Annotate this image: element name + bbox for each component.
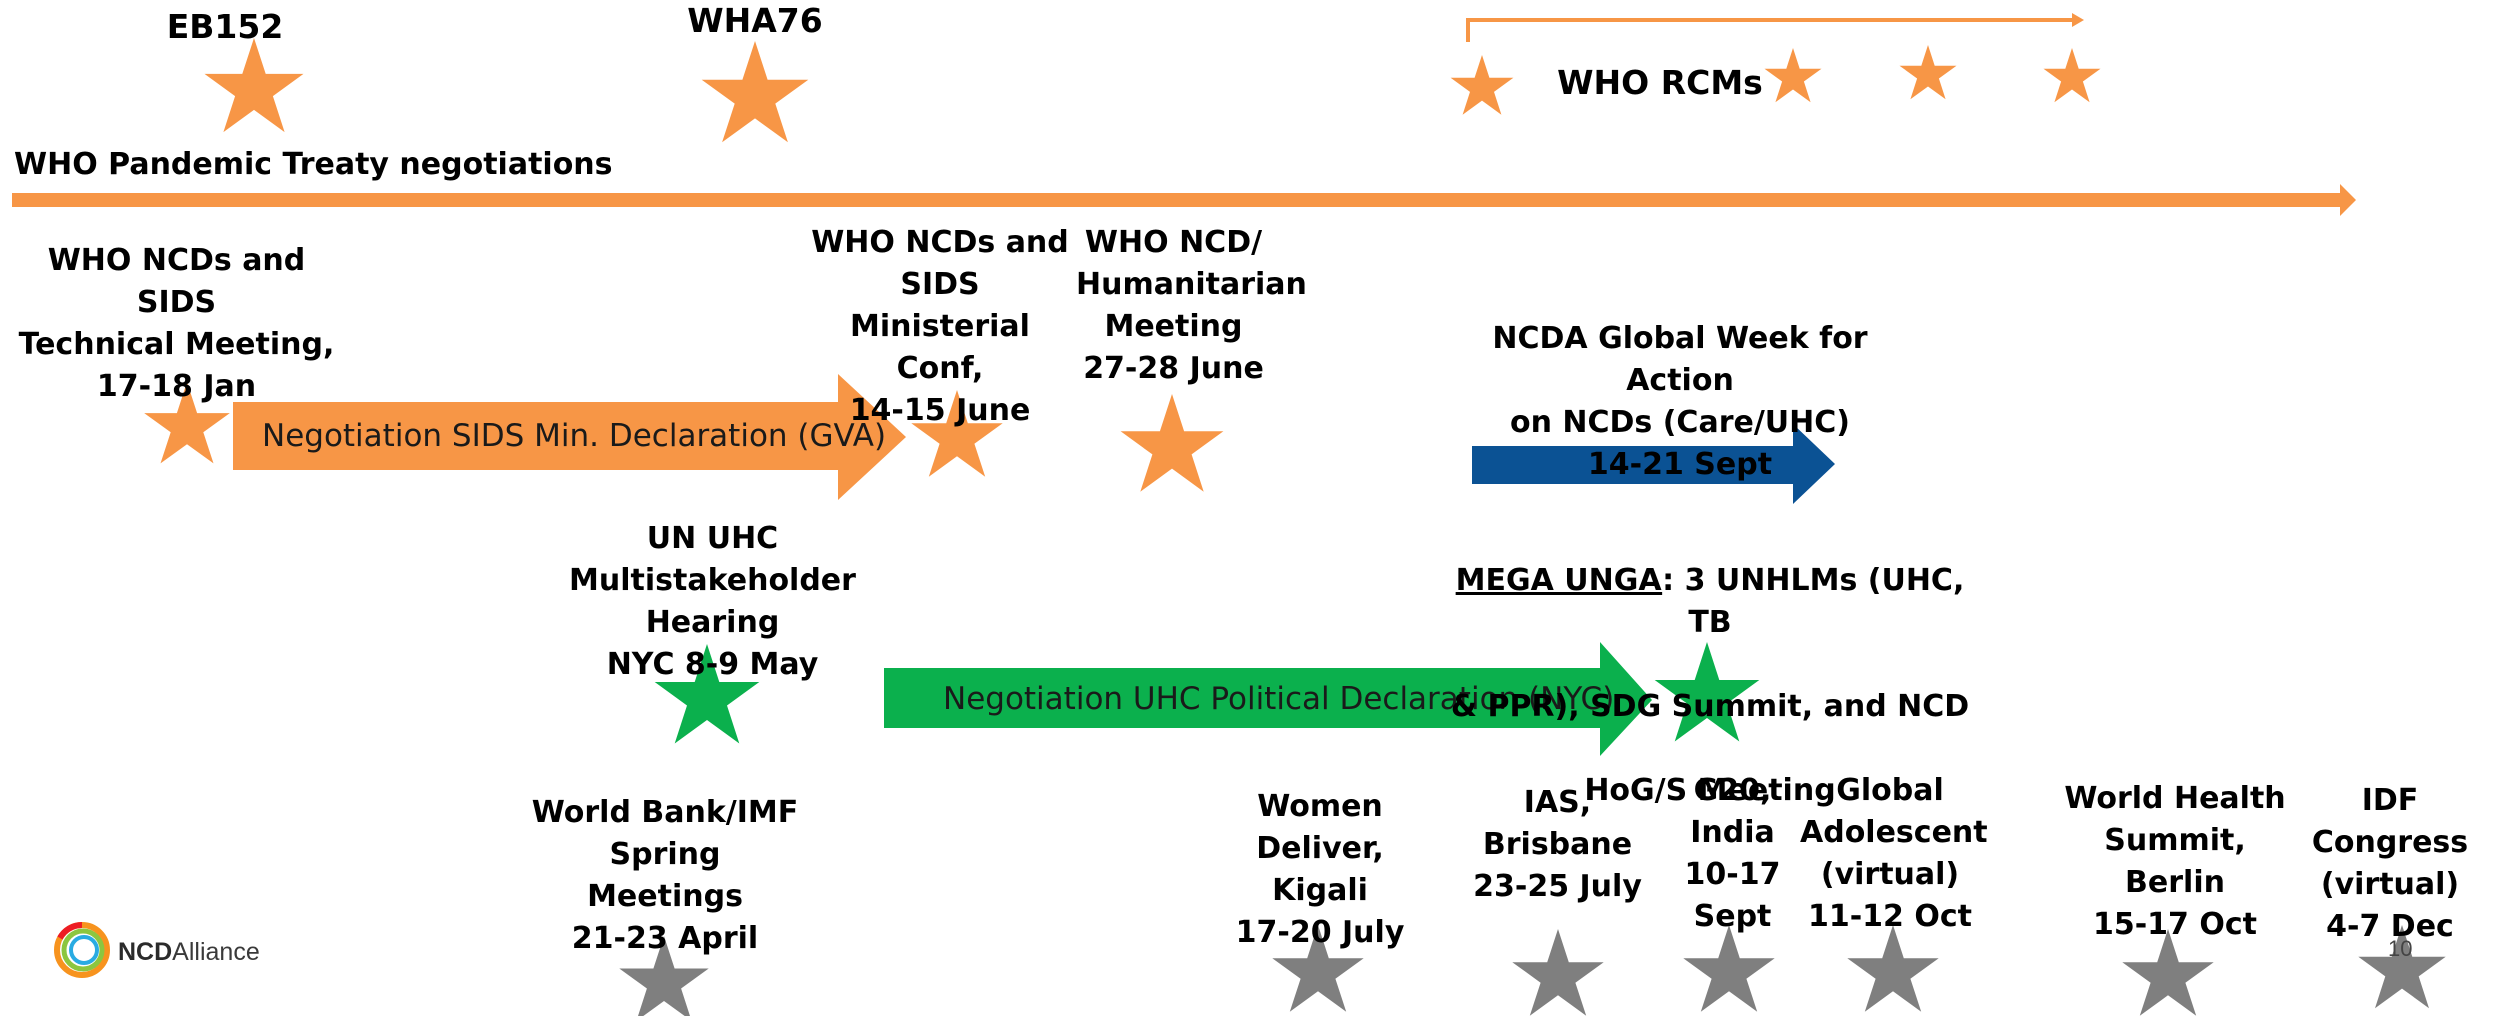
world-health-summit-label: World Health Summit, Berlin 15-17 Oct	[2064, 781, 2286, 942]
ncd-humanitarian-star	[1120, 394, 1224, 492]
sids-negotiation-text: Negotiation SIDS Min. Declaration (GVA)	[262, 418, 887, 454]
ncd-alliance-logo: NCDAlliance	[52, 918, 302, 984]
ncds-sids-ministerial-label: WHO NCDs and SIDS Ministerial Conf, 14-1…	[811, 225, 1069, 428]
who-rcms-label: WHO RCMs	[1557, 63, 1763, 102]
g20-star	[1683, 925, 1775, 1012]
global-adolescent-star	[1847, 925, 1939, 1012]
uhc-negotiation-text: Negotiation UHC Political Declaration (N…	[943, 681, 1615, 717]
world-bank-star	[619, 936, 709, 1016]
ncda-week-arrow	[1472, 424, 1835, 504]
rcm-star-2	[1764, 48, 1822, 103]
pandemic-treaty-label: WHO Pandemic Treaty negotiations	[14, 147, 613, 182]
un-uhc-hearing-star	[654, 644, 760, 744]
mega-unga-star	[1654, 642, 1760, 742]
sids-negotiation-arrow	[233, 374, 906, 500]
main-timeline-arrow	[12, 184, 2356, 216]
un-uhc-hearing-label: UN UHC Multistakeholder Hearing NYC 8-9 …	[569, 521, 856, 682]
global-adolescent-label: Global Adolescent (virtual) 11-12 Oct	[1800, 773, 1988, 934]
eb152-star	[204, 38, 304, 133]
mega-unga-title: MEGA UNGA	[1455, 563, 1663, 598]
ncda-global-week-label: NCDA Global Week for Action on NCDs (Car…	[1492, 321, 1868, 482]
mega-unga-label: MEGA UNGA: 3 UNHLMs (UHC, TB & PPR), SDG…	[1430, 518, 1990, 854]
wha76-star	[701, 41, 809, 143]
rcm-star-1	[1450, 55, 1514, 115]
page-number: 10	[2388, 936, 2413, 961]
rcm-star-4	[2043, 48, 2101, 103]
women-deliver-star	[1272, 925, 1364, 1012]
world-bank-label: World Bank/IMF Spring Meetings 21-23 Apr…	[531, 795, 799, 956]
ncds-sids-technical-label: WHO NCDs and SIDS Technical Meeting, 17-…	[18, 243, 335, 404]
world-health-summit-star	[2122, 929, 2214, 1016]
eb152-label: EB152	[166, 7, 284, 46]
mega-unga-line1-rest: : 3 UNHLMs (UHC, TB	[1662, 563, 1965, 640]
ncd-alliance-wordmark: NCDAlliance	[118, 938, 260, 967]
mega-unga-line3: HoG/S Meeting	[1584, 773, 1836, 808]
ias-star	[1512, 929, 1604, 1016]
rcms-bracket-arrow	[1466, 13, 2084, 42]
event-stars	[144, 38, 2446, 1016]
idf-congress-star	[2358, 925, 2446, 1009]
women-deliver-label: Women Deliver, Kigali 17-20 July	[1235, 789, 1405, 950]
uhc-negotiation-arrow	[884, 642, 1652, 756]
ncd-alliance-wordmark-rest: Alliance	[172, 938, 260, 966]
mega-unga-line1: MEGA UNGA: 3 UNHLMs (UHC, TB	[1430, 560, 1990, 644]
ncd-alliance-ring-icon	[54, 921, 110, 978]
ias-label: IAS, Brisbane 23-25 July	[1473, 785, 1642, 904]
wha76-label: WHA76	[687, 1, 823, 40]
ncds-sids-ministerial-star	[911, 390, 1003, 477]
ncd-alliance-wordmark-bold: NCD	[118, 938, 173, 966]
mega-unga-line2: & PPR), SDG Summit, and NCD	[1450, 689, 1970, 724]
rcm-star-3	[1899, 45, 1957, 100]
ncds-sids-tech-star	[144, 382, 230, 464]
ncd-humanitarian-label: WHO NCD/ Humanitarian Meeting 27-28 June	[1076, 225, 1307, 386]
idf-congress-label: IDF Congress (virtual) 4-7 Dec	[2311, 783, 2469, 944]
g20-label: G20, India 10-17 Sept	[1684, 773, 1781, 934]
